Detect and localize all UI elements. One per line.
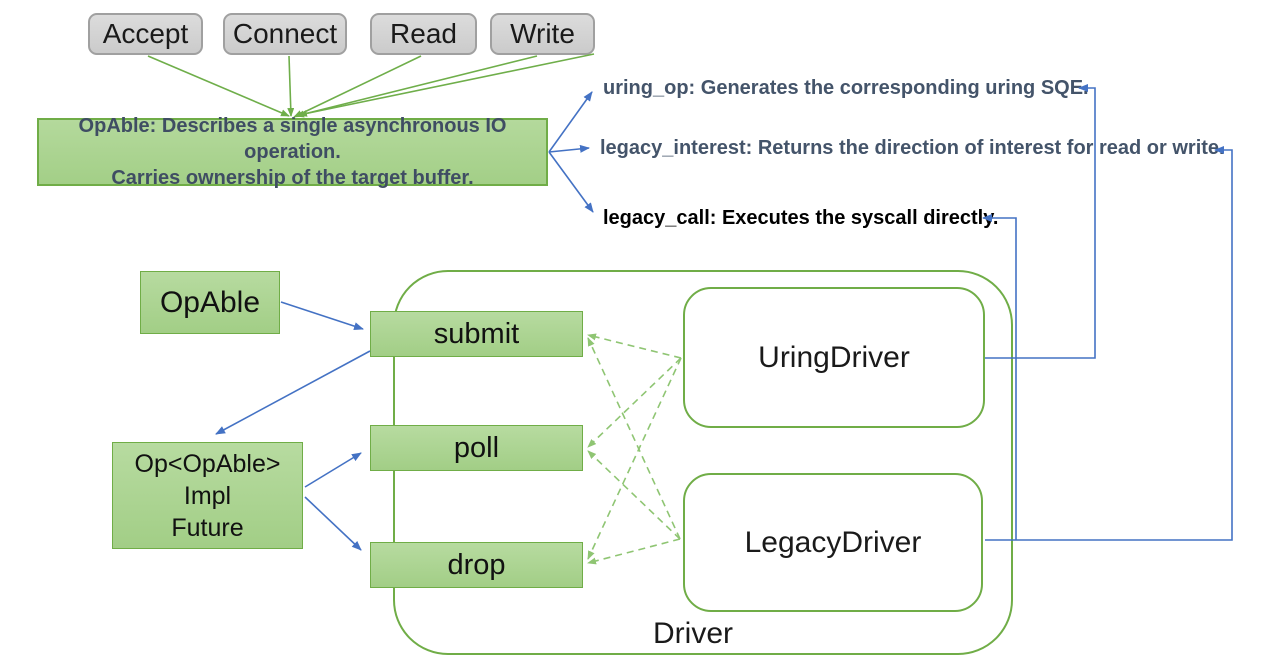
method-box-drop: drop (370, 542, 583, 588)
driver-container-label: Driver (653, 617, 733, 650)
operation-chip-write: Write (490, 13, 595, 55)
annotation-legacy-interest: legacy_interest: Returns the direction o… (600, 136, 1225, 159)
uring-driver-box: UringDriver (683, 287, 985, 428)
note-to-annotation-connectors (548, 91, 594, 213)
opable-box: OpAble (140, 271, 280, 334)
method-box-submit: submit (370, 311, 583, 357)
op-impl-line2: Impl (183, 481, 232, 510)
op-impl-line3: Future (171, 513, 244, 542)
opable-note-line2: Carries ownership of the target buffer. (111, 167, 474, 189)
operations-to-note-connectors (147, 53, 595, 118)
opable-note-line1: OpAble: Describes a single asynchronous … (78, 115, 507, 163)
method-box-poll: poll (370, 425, 583, 471)
annotation-uring-op: uring_op: Generates the corresponding ur… (603, 76, 1089, 99)
operation-chip-accept: Accept (88, 13, 203, 55)
operation-chip-connect: Connect (223, 13, 347, 55)
op-impl-line1: Op<OpAble> (134, 449, 281, 478)
legacy-driver-box: LegacyDriver (683, 473, 983, 612)
op-impl-box: Op<OpAble> Impl Future (112, 442, 303, 549)
operation-chip-read: Read (370, 13, 477, 55)
annotation-legacy-call: legacy_call: Executes the syscall direct… (603, 206, 999, 229)
opable-note-box: OpAble: Describes a single asynchronous … (37, 115, 548, 189)
